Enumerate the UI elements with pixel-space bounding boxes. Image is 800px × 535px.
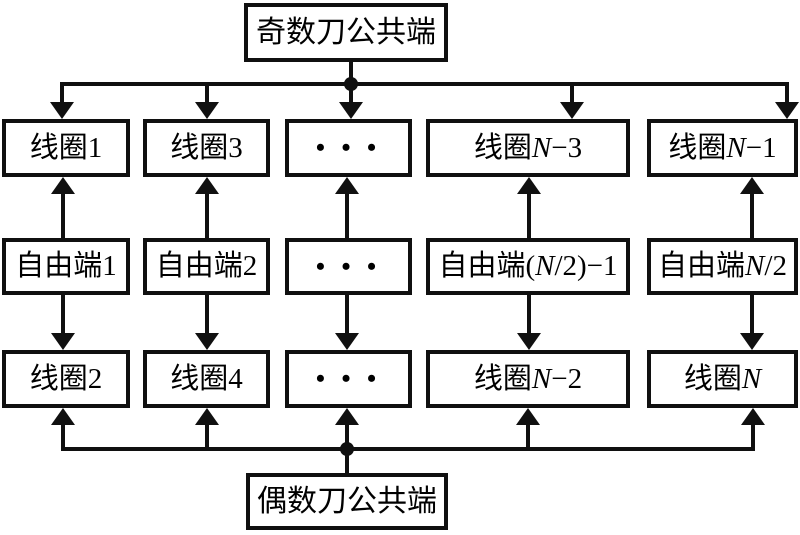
arrowhead-down-icon <box>195 333 219 350</box>
box-odd-poles-common-terminal: 奇数刀公共端 <box>244 3 448 62</box>
label-post: 1 <box>87 131 103 164</box>
arrow-line <box>61 295 65 335</box>
label-zh: 自由端 <box>15 250 103 282</box>
arrow-line <box>349 84 353 104</box>
arrowhead-down-icon <box>195 102 219 119</box>
arrow-line <box>205 84 209 104</box>
label-zh: 线圈 <box>473 131 532 164</box>
arrow-line <box>785 84 789 104</box>
arrow-line <box>345 295 349 335</box>
odd-terminal-stub-line <box>349 60 353 85</box>
arrow-line <box>570 84 574 104</box>
box-coils-ellipsis-top: • • • <box>285 119 412 177</box>
box-even-poles-common-terminal: 偶数刀公共端 <box>246 473 448 530</box>
label-it: N <box>531 362 552 395</box>
arrowhead-down-icon <box>740 333 764 350</box>
label-zh: 线圈 <box>170 131 229 164</box>
arrowhead-down-icon <box>775 102 799 119</box>
label-zh: 线圈 <box>29 362 88 395</box>
arrowhead-down-icon <box>339 102 363 119</box>
label-post: 2 <box>242 250 258 282</box>
arrowhead-up-icon <box>51 408 75 425</box>
label-post: /2 <box>764 250 787 282</box>
arrowhead-up-icon <box>741 408 765 425</box>
arrowhead-down-icon <box>51 333 75 350</box>
arrow-line <box>205 295 209 335</box>
arrow-line <box>205 192 209 238</box>
box-coils-ellipsis-bottom: • • • <box>285 350 412 408</box>
arrow-line <box>750 295 754 335</box>
label-post: 2 <box>87 362 103 395</box>
label-post: −1 <box>745 131 777 164</box>
label-post: /2)−1 <box>554 250 618 282</box>
arrowhead-down-icon <box>50 102 74 119</box>
label-it: N <box>726 131 746 164</box>
label-post: −3 <box>551 131 583 164</box>
label-zh: 自由端 <box>658 250 746 282</box>
even-terminal-stub-line <box>345 449 349 475</box>
arrow-line <box>750 192 754 238</box>
ellipsis-label: • • • <box>315 133 382 162</box>
arrow-line <box>527 192 531 238</box>
arrowhead-up-icon <box>335 177 359 194</box>
label-zh: 线圈 <box>473 362 532 395</box>
arrow-line <box>751 423 755 449</box>
box-free-ends-ellipsis: • • • <box>285 238 412 295</box>
arrow-line <box>527 295 531 335</box>
label-post: 3 <box>228 131 243 164</box>
label-it: N <box>745 250 765 282</box>
arrowhead-up-icon <box>517 177 541 194</box>
arrow-line <box>345 423 349 449</box>
label-post: 4 <box>228 362 243 395</box>
label-zh: 线圈 <box>170 362 229 395</box>
arrowhead-up-icon <box>740 177 764 194</box>
label-zh: 线圈 <box>29 131 88 164</box>
odd-common-bus-line <box>60 82 789 86</box>
box-free-end-n-half-minus-1: 自由端(N/2)−1 <box>426 238 630 295</box>
label-zh: 自由端 <box>155 250 243 282</box>
arrow-line <box>345 192 349 238</box>
arrowhead-up-icon <box>195 177 219 194</box>
arrowhead-up-icon <box>51 177 75 194</box>
arrowhead-up-icon <box>335 408 359 425</box>
odd-common-terminal-label: 奇数刀公共端 <box>256 15 436 49</box>
arrow-line <box>61 423 65 449</box>
label-it: N <box>535 250 555 282</box>
arrow-line <box>61 192 65 238</box>
arrowhead-up-icon <box>516 408 540 425</box>
label-zh: 线圈 <box>683 362 742 395</box>
label-it: N <box>531 131 552 164</box>
arrowhead-down-icon <box>560 102 584 119</box>
arrowhead-down-icon <box>517 333 541 350</box>
label-post: −2 <box>551 362 583 395</box>
arrow-line <box>60 84 64 104</box>
even-common-terminal-label: 偶数刀公共端 <box>257 484 437 518</box>
even-common-bus-line <box>61 447 755 451</box>
arrowhead-up-icon <box>195 408 219 425</box>
arrowhead-down-icon <box>335 333 359 350</box>
label-zh: 自由端 <box>438 250 526 282</box>
label-zh: 线圈 <box>668 131 727 164</box>
ellipsis-label: • • • <box>315 251 382 281</box>
label-post: 1 <box>102 250 117 282</box>
label-it: N <box>741 362 762 395</box>
arrow-line <box>526 423 530 449</box>
label-pre: ( <box>525 250 536 282</box>
ellipsis-label: • • • <box>315 364 382 393</box>
arrow-line <box>205 423 209 449</box>
